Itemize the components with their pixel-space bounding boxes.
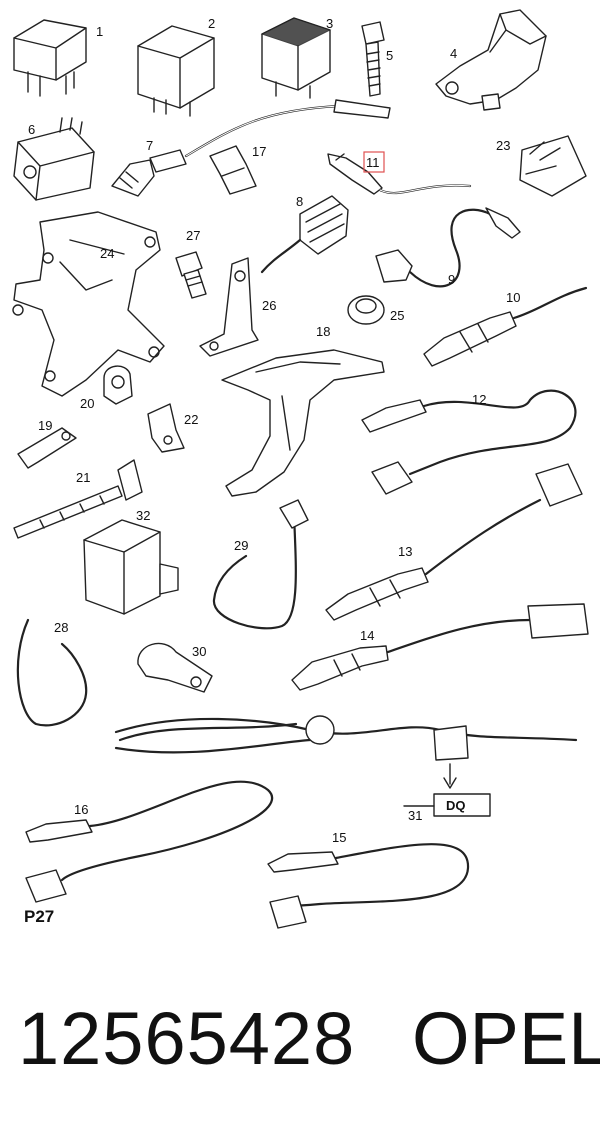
label-6: 6 (28, 122, 35, 137)
relay-part-1: 1 (13, 19, 103, 97)
label-1: 1 (96, 24, 103, 39)
label-13: 13 (398, 544, 412, 559)
parts-diagram: 1 2 3 5 4 6 (12, 9, 589, 929)
label-24: 24 (100, 246, 114, 261)
code-box-text: DQ (446, 798, 466, 813)
wiring-harness-part-31: DQ 31 (114, 715, 578, 823)
sensor-part-9: 9 (375, 207, 521, 288)
label-9: 9 (448, 272, 455, 287)
label-30: 30 (192, 644, 206, 659)
brand-name: OPEL (412, 997, 600, 1080)
bolt-part-27: 27 (175, 228, 207, 299)
clip-part-17: 17 (209, 144, 266, 195)
sensor-part-15: 15 (267, 830, 470, 929)
label-17: 17 (252, 144, 266, 159)
cable-tie-part-21: 21 (13, 459, 143, 539)
bracket-part-22: 22 (147, 403, 198, 453)
label-29: 29 (234, 538, 248, 553)
label-2: 2 (208, 16, 215, 31)
label-14: 14 (360, 628, 374, 643)
part-number: 12565428 (18, 997, 356, 1080)
sensor-part-14: 14 (291, 603, 589, 691)
label-16: 16 (74, 802, 88, 817)
label-15: 15 (332, 830, 346, 845)
label-21: 21 (76, 470, 90, 485)
label-31: 31 (408, 808, 422, 823)
cable-tie-part-28: 28 (16, 618, 88, 727)
bolt-part-5: 5 (361, 21, 393, 97)
label-32: 32 (136, 508, 150, 523)
switch-part-6: 6 (13, 117, 95, 201)
bracket-part-26: 26 (199, 257, 276, 357)
label-26: 26 (262, 298, 276, 313)
label-3: 3 (326, 16, 333, 31)
label-18: 18 (316, 324, 330, 339)
relay-part-32: 32 (83, 508, 179, 615)
connector-part-8: 8 (260, 194, 349, 274)
clip-part-19: 19 (17, 418, 77, 469)
clip-part-23: 23 (496, 135, 587, 197)
label-28: 28 (54, 620, 68, 635)
grommet-part-25: 25 (347, 295, 404, 325)
label-11: 11 (366, 155, 380, 170)
label-12: 12 (472, 392, 486, 407)
sensor-part-4: 4 (435, 9, 547, 111)
sensor-part-7: 7 (111, 99, 391, 197)
page-ref: P27 (24, 907, 54, 926)
label-8: 8 (296, 194, 303, 209)
label-23: 23 (496, 138, 510, 153)
highlight-box-11 (363, 151, 385, 173)
sensor-part-13: 13 (325, 463, 583, 621)
sensor-part-11: 11 (327, 151, 472, 195)
sensor-part-10: 10 (423, 286, 588, 367)
relay-part-2: 2 (137, 16, 215, 117)
label-27: 27 (186, 228, 200, 243)
code-box (433, 793, 491, 817)
label-20: 20 (80, 396, 94, 411)
label-4: 4 (450, 46, 457, 61)
clamp-part-29: 29 (212, 499, 309, 630)
label-25: 25 (390, 308, 404, 323)
label-7: 7 (146, 138, 153, 153)
relay-part-3: 3 (260, 16, 333, 99)
label-10: 10 (506, 290, 520, 305)
clip-part-20: 20 (80, 365, 133, 411)
label-22: 22 (184, 412, 198, 427)
bracket-part-24: 24 (12, 211, 165, 397)
sensor-part-16: 16 P27 (24, 780, 274, 926)
sensor-part-12: 12 (361, 389, 577, 495)
clip-part-30: 30 (137, 642, 213, 693)
bracket-part-18: 18 (221, 324, 385, 497)
label-5: 5 (386, 48, 393, 63)
label-19: 19 (38, 418, 52, 433)
